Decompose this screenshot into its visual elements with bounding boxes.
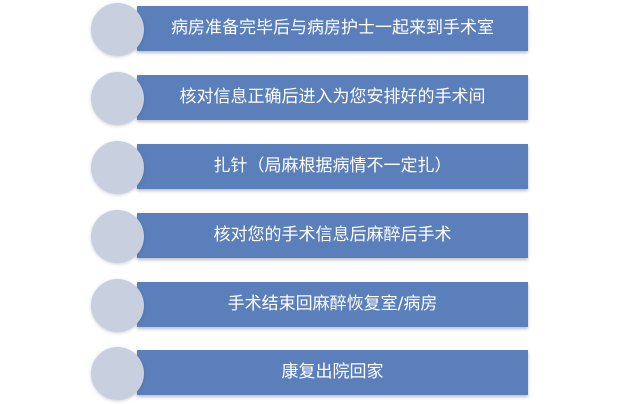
step-4: 核对您的手术信息后麻醉后手术 <box>0 207 620 267</box>
step-circle-marker <box>91 210 144 263</box>
step-1: 病房准备完毕后与病房护士一起来到手术室 <box>0 0 620 60</box>
step-bar: 扎针（局麻根据病情不一定扎） <box>137 144 528 189</box>
step-circle-marker <box>91 279 144 332</box>
step-bar: 病房准备完毕后与病房护士一起来到手术室 <box>137 6 528 51</box>
step-circle-marker <box>91 72 144 125</box>
step-bar: 手术结束回麻醉恢复室/病房 <box>137 282 528 327</box>
step-label: 核对信息正确后进入为您安排好的手术间 <box>179 87 486 107</box>
step-bar: 核对您的手术信息后麻醉后手术 <box>137 213 528 258</box>
step-circle-marker <box>91 347 144 400</box>
step-circle-marker <box>91 141 144 194</box>
step-label: 核对您的手术信息后麻醉后手术 <box>213 225 452 245</box>
step-bar: 核对信息正确后进入为您安排好的手术间 <box>137 75 528 120</box>
step-bar: 康复出院回家 <box>137 350 528 395</box>
step-label: 手术结束回麻醉恢复室/病房 <box>227 294 438 314</box>
step-6: 康复出院回家 <box>0 344 620 404</box>
step-label: 病房准备完毕后与病房护士一起来到手术室 <box>171 18 494 38</box>
step-5: 手术结束回麻醉恢复室/病房 <box>0 276 620 336</box>
step-3: 扎针（局麻根据病情不一定扎） <box>0 138 620 198</box>
step-2: 核对信息正确后进入为您安排好的手术间 <box>0 69 620 129</box>
step-circle-marker <box>91 3 144 56</box>
step-label: 康复出院回家 <box>281 362 384 382</box>
step-label: 扎针（局麻根据病情不一定扎） <box>213 156 452 176</box>
